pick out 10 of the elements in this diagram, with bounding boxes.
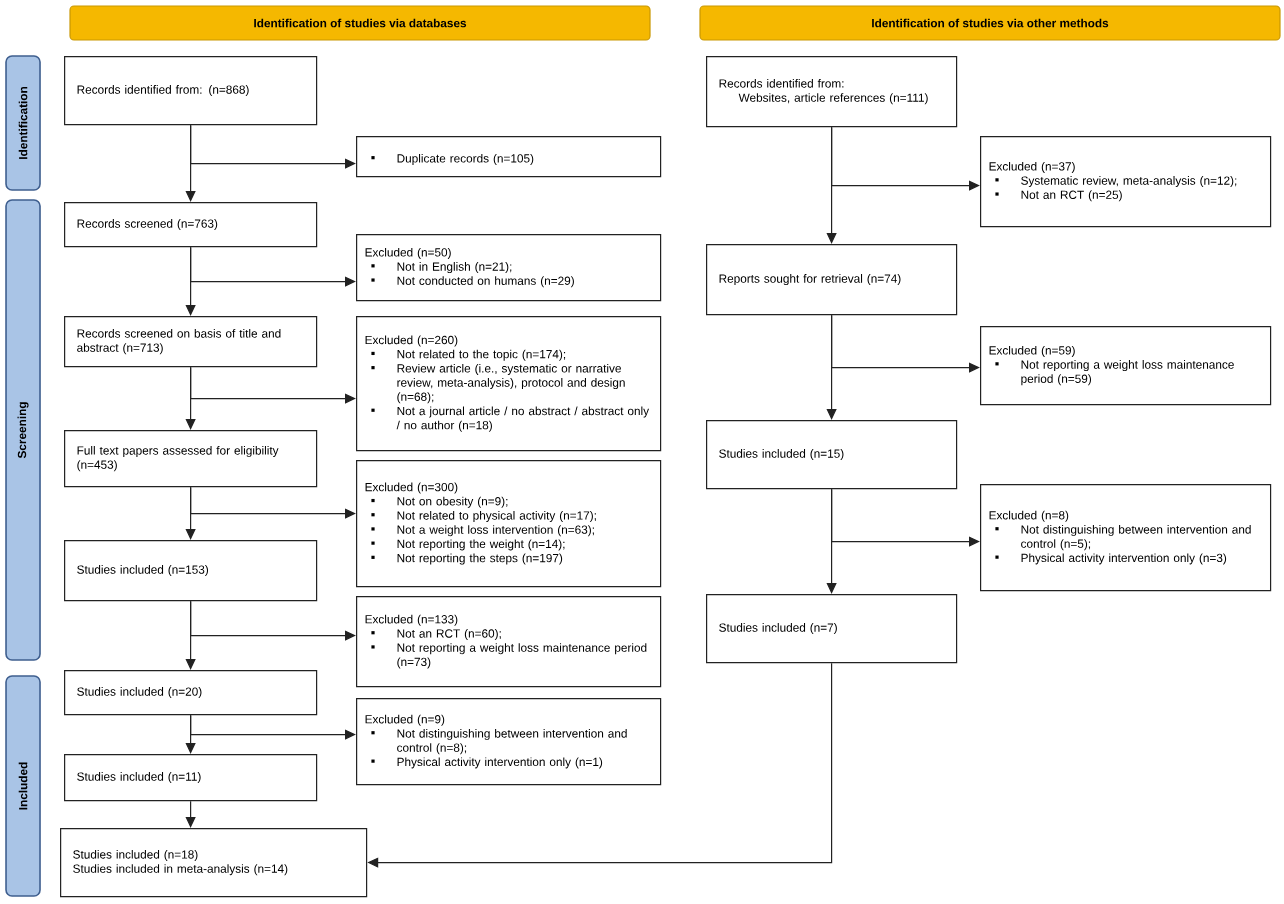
arrow (190, 714, 356, 740)
arrow (190, 124, 356, 169)
arrow (185, 800, 196, 828)
arrow (831, 126, 980, 191)
arrow (190, 246, 356, 287)
arrow (190, 366, 356, 404)
arrow (190, 600, 356, 641)
arrow (831, 314, 980, 373)
arrow (831, 488, 980, 547)
arrow (190, 486, 356, 519)
